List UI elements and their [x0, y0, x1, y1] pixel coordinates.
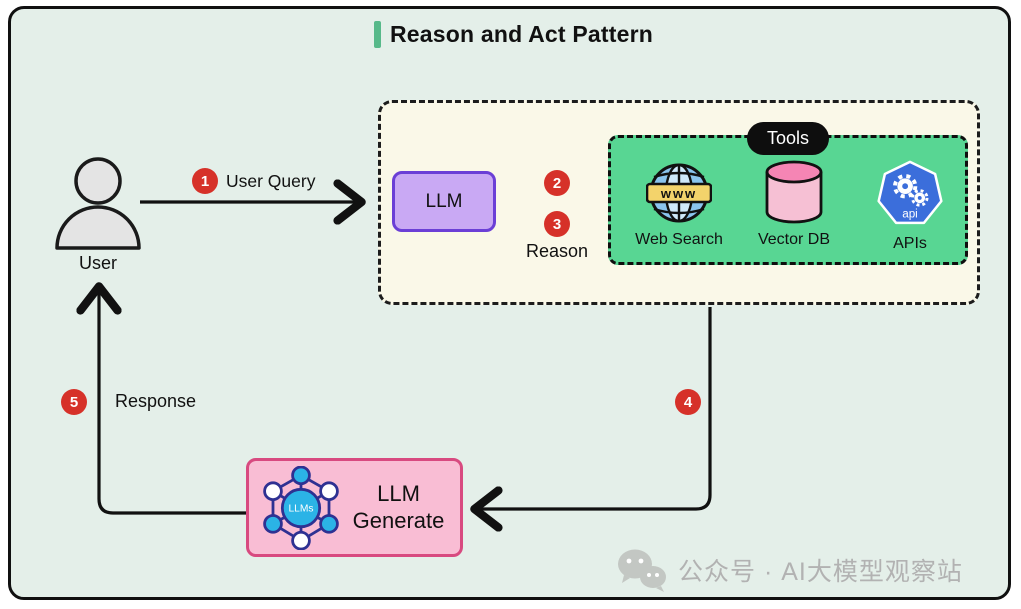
tool-apis: api APIs	[872, 158, 948, 253]
tools-title-text: Tools	[766, 128, 810, 148]
tools-group-title: Tools	[747, 122, 829, 155]
watermark: 公众号 · AI大模型观察站	[616, 548, 963, 592]
step-1-badge: 1	[192, 168, 218, 194]
tool-apis-label: APIs	[893, 235, 927, 252]
molecule-center-text: LLMs	[288, 503, 313, 514]
user-icon	[55, 157, 141, 250]
tool-web-search: www Web Search	[633, 160, 725, 249]
step-5-badge: 5	[61, 389, 87, 415]
step-2-badge: 2	[544, 170, 570, 196]
llm-molecule-icon: LLMs	[263, 465, 339, 550]
title-text: Reason and Act Pattern	[390, 21, 653, 47]
tool-vector-db: Vector DB	[748, 160, 840, 249]
llm-generate-node: LLMs LLM Generate	[246, 458, 463, 557]
wechat-icon	[618, 549, 666, 592]
step-3-badge: 3	[544, 211, 570, 237]
user-label: User	[78, 253, 117, 273]
api-icon-text: api	[902, 207, 918, 220]
llm-node-label: LLM	[425, 190, 463, 212]
step-1-label: User Query	[226, 171, 316, 191]
title-accent-bar	[374, 21, 381, 48]
step-1-num: 1	[200, 172, 210, 190]
tool-vector-db-label: Vector DB	[757, 231, 831, 248]
step-3-num: 3	[552, 215, 562, 233]
watermark-text: 公众号 · AI大模型观察站	[678, 558, 963, 586]
step-5-num: 5	[69, 393, 79, 411]
llm-node: LLM	[392, 171, 496, 232]
database-cylinder-icon	[765, 160, 823, 224]
step-4-num: 4	[683, 393, 693, 411]
tool-web-search-label: Web Search	[635, 231, 723, 248]
step-4-badge: 4	[675, 389, 701, 415]
step-5-label: Response	[115, 391, 197, 411]
step-3-label: Reason	[525, 241, 589, 261]
diagram-title: Reason and Act Pattern	[374, 21, 653, 48]
llm-generate-label: LLM Generate	[352, 481, 445, 533]
globe-www-text: www	[660, 186, 697, 201]
globe-www-icon: www	[646, 163, 712, 223]
api-heptagon-icon: api	[877, 160, 943, 225]
step-2-num: 2	[552, 174, 562, 192]
